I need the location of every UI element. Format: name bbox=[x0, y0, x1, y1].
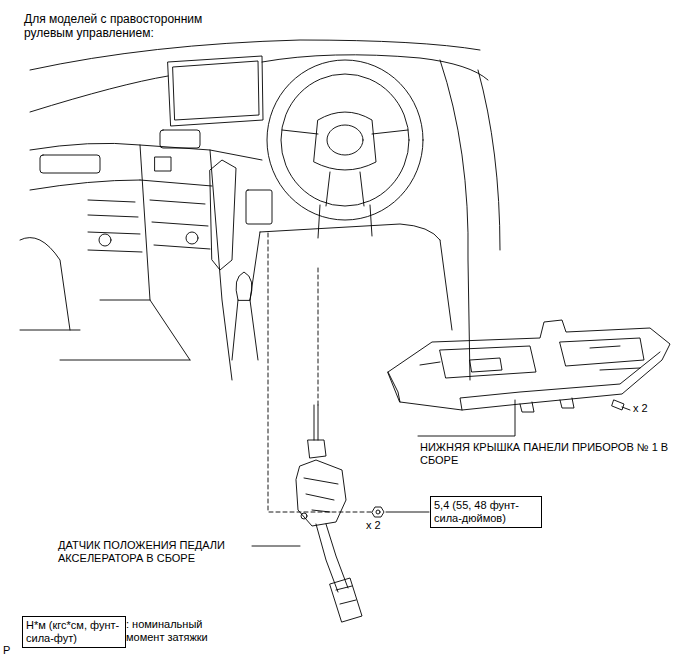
screw-symbol bbox=[612, 400, 630, 410]
leader-line bbox=[386, 512, 429, 513]
title-text: Для моделей с правосторонним рулевым упр… bbox=[24, 12, 254, 40]
screw bbox=[612, 400, 630, 410]
quantity-label: x 2 bbox=[366, 519, 396, 532]
mount-hole bbox=[301, 513, 307, 519]
steering-wheel bbox=[267, 60, 423, 220]
wire bbox=[314, 405, 318, 440]
knob bbox=[186, 232, 198, 244]
torque-box: 5,4 (55, 48 фунт-сила-дюймов) bbox=[430, 496, 542, 528]
clock bbox=[155, 157, 171, 171]
cover-edge bbox=[388, 352, 660, 410]
lower-cover-drawing bbox=[388, 320, 670, 412]
screen bbox=[168, 56, 263, 126]
cover-ribs bbox=[420, 338, 644, 378]
knob bbox=[99, 234, 111, 246]
pedal-housing bbox=[296, 460, 346, 526]
nut-hole bbox=[376, 510, 380, 514]
part-name: ДАТЧИК ПОЛОЖЕНИЯ ПЕДАЛИ АКСЕЛЕРАТОРА В С… bbox=[58, 539, 250, 565]
dashboard-drawing bbox=[20, 40, 500, 380]
leader-line bbox=[252, 546, 300, 547]
legend-note: : номинальный момент затяжки bbox=[126, 618, 236, 644]
lower-dash bbox=[250, 224, 452, 330]
seat-left bbox=[20, 238, 70, 331]
box-text: 5,4 (55, 48 фунт-сила-дюймов) bbox=[434, 499, 538, 525]
box-text: Н*м (кгс*см, фунт-сила-фут) bbox=[26, 619, 122, 645]
page-mark: P bbox=[3, 644, 17, 657]
pillar bbox=[210, 160, 236, 270]
nut bbox=[372, 507, 384, 517]
pedal-drawing bbox=[296, 405, 362, 622]
door-line bbox=[440, 60, 500, 380]
horn-pad bbox=[327, 125, 363, 155]
dashed-line bbox=[318, 268, 319, 405]
shifter bbox=[232, 272, 258, 360]
pedal-arm bbox=[316, 524, 348, 592]
nut-symbol bbox=[372, 507, 384, 517]
part-name: НИЖНЯЯ КРЫШКА ПАНЕЛИ ПРИБОРОВ № 1 В СБОР… bbox=[420, 441, 670, 467]
cover-tabs bbox=[520, 398, 574, 412]
steering-wheel-inner bbox=[281, 74, 409, 206]
column bbox=[318, 205, 372, 238]
housing-detail bbox=[304, 478, 338, 512]
center-stack bbox=[140, 145, 232, 380]
leader-line bbox=[418, 400, 515, 436]
dash-rear bbox=[30, 40, 480, 70]
dash-face bbox=[30, 143, 262, 190]
unit-box: Н*м (кгс*см, фунт-сила-фут) bbox=[22, 616, 126, 648]
quantity-label: x 2 bbox=[633, 402, 663, 415]
buttons bbox=[88, 200, 210, 252]
dashed-line bbox=[268, 233, 371, 512]
connector bbox=[308, 440, 326, 458]
vent-left bbox=[40, 155, 100, 173]
console bbox=[20, 300, 190, 360]
vent-center bbox=[160, 130, 200, 148]
cover-outline bbox=[388, 320, 670, 410]
steering-hub bbox=[282, 112, 408, 206]
dashed-guide bbox=[268, 233, 371, 512]
screen-inner bbox=[173, 61, 259, 120]
pedal-pad bbox=[330, 578, 362, 622]
switch-panel bbox=[246, 190, 272, 224]
